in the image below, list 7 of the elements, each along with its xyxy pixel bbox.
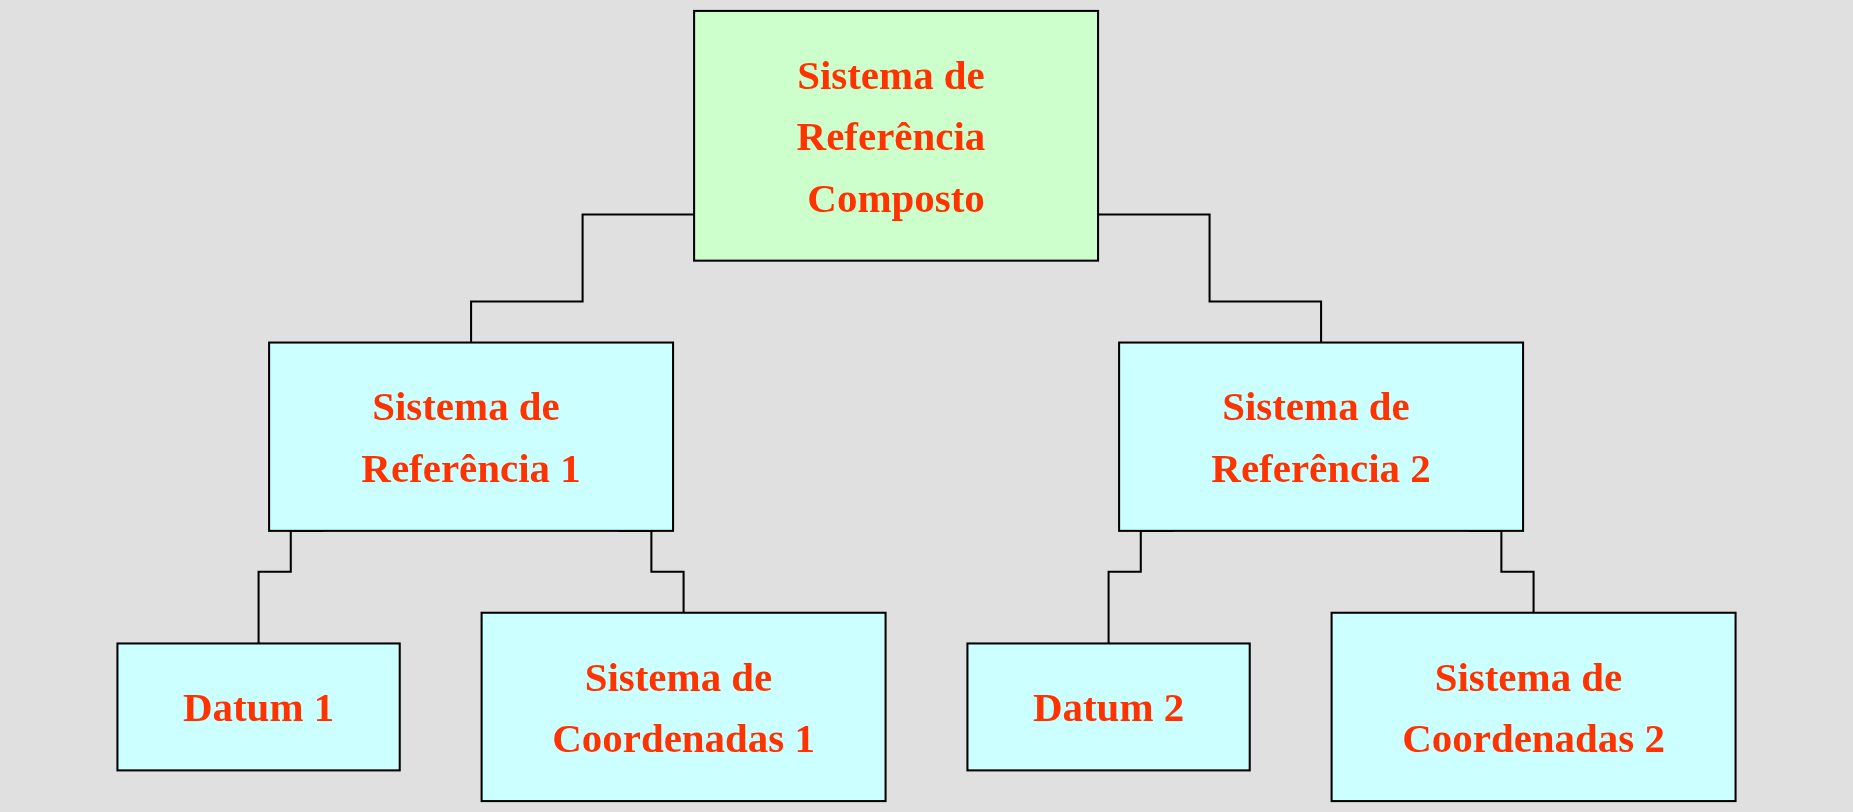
node-box: Datum 2	[966, 642, 1251, 772]
node-box: Sistema de Referência Composto	[693, 9, 1100, 262]
node-box: Sistema de Referência 1	[268, 341, 675, 532]
node-box: Sistema de Referência 2	[1118, 341, 1525, 532]
node-box: Datum 1	[116, 642, 401, 772]
node-box: Sistema de Coordenadas 2	[1330, 611, 1737, 803]
node-box: Sistema de Coordenadas 1	[480, 611, 887, 803]
